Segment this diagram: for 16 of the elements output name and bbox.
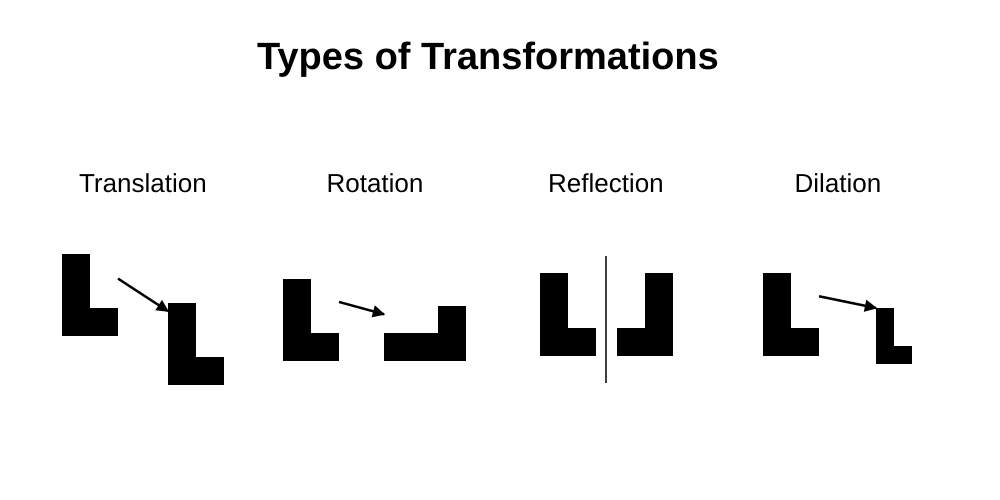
l-shape bbox=[876, 308, 912, 364]
l-shape bbox=[384, 306, 466, 361]
arrow bbox=[117, 278, 170, 312]
l-shape bbox=[617, 273, 673, 356]
transformation-label: Translation bbox=[79, 168, 207, 199]
arrow bbox=[338, 300, 386, 318]
transformation-label: Dilation bbox=[794, 168, 882, 199]
transformation-label: Rotation bbox=[326, 168, 424, 199]
l-shape bbox=[62, 254, 118, 336]
l-shape bbox=[168, 303, 224, 385]
l-shape bbox=[283, 279, 339, 361]
l-shape bbox=[763, 273, 819, 356]
arrow bbox=[818, 295, 878, 312]
transformation-label: Reflection bbox=[548, 168, 664, 199]
title: Types of Transformations bbox=[257, 36, 719, 79]
l-shape bbox=[540, 273, 596, 356]
